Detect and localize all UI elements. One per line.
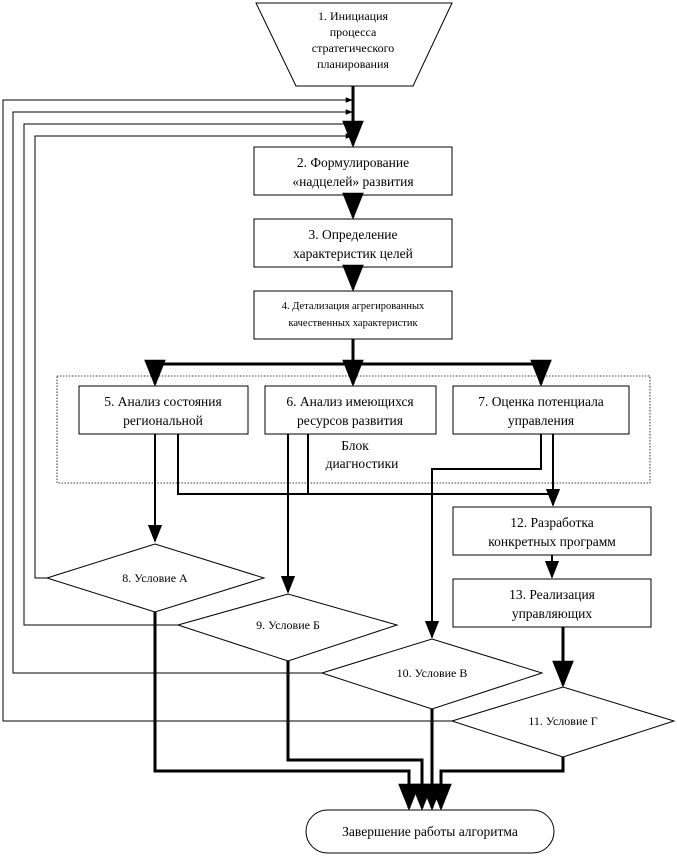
edges-to-end: [153, 612, 565, 811]
node-3: 3. Определение характеристик целей: [253, 218, 453, 268]
node-12: 12. Разработка конкретных программ: [452, 506, 652, 556]
node-10-label: 10. Условие В: [397, 666, 468, 680]
node-9-condition-b: 9. Условие Б: [176, 593, 399, 662]
node-2: 2. Формулирование «надцелей» развития: [253, 146, 453, 196]
end-label: Завершение работы алгоритма: [342, 824, 518, 839]
node-1-line-4: планирования: [317, 57, 389, 71]
node-7: 7. Оценка потенциала управления: [452, 385, 630, 435]
node-5-line-1: 5. Анализ состояния: [104, 394, 221, 409]
node-7-line-1: 7. Оценка потенциала: [478, 394, 604, 409]
node-13-line-2: управляющих: [512, 606, 593, 621]
node-11-label: 11. Условие Г: [528, 714, 597, 728]
edge-4-split: [144, 339, 552, 387]
node-1-line-2: процесса: [330, 25, 377, 39]
node-4: 4. Детализация агрегированных качественн…: [253, 290, 453, 340]
node-2-line-1: 2. Формулирование: [297, 155, 409, 170]
node-12-line-2: конкретных программ: [488, 534, 616, 549]
node-3-line-1: 3. Определение: [308, 227, 397, 242]
diagnostic-block-label-1: Блок: [341, 438, 369, 453]
node-end: Завершение работы алгоритма: [305, 809, 555, 854]
edges-diagnostics: [147, 434, 561, 639]
node-6-line-1: 6. Анализ имеющихся: [286, 394, 413, 409]
node-6-line-2: ресурсов развития: [297, 413, 403, 428]
node-12-line-1: 12. Разработка: [510, 515, 594, 530]
diagnostic-block-frame: [56, 375, 651, 484]
feedback-loops: [2, 97, 452, 722]
node-4-line-2: качественных характеристик: [288, 318, 418, 329]
node-3-line-2: характеристик целей: [293, 246, 413, 261]
diagnostic-block-label-2: диагностики: [326, 456, 399, 471]
node-11-condition-g: 11. Условие Г: [450, 686, 676, 758]
node-5-line-2: региональной: [123, 413, 203, 428]
node-7-line-2: управления: [508, 413, 574, 428]
node-13: 13. Реализация управляющих: [452, 578, 652, 628]
node-8-label: 8. Условие А: [122, 571, 188, 585]
node-2-line-2: «надцелей» развития: [292, 174, 413, 189]
node-10-condition-v: 10. Условие В: [320, 638, 544, 710]
node-5: 5. Анализ состояния региональной: [78, 385, 249, 435]
node-4-line-1: 4. Детализация агрегированных: [282, 301, 425, 312]
node-8-condition-a: 8. Условие А: [45, 543, 266, 613]
node-1-initiation: 1. Инициация процесса стратегического пл…: [255, 2, 453, 87]
node-13-line-1: 13. Реализация: [509, 587, 595, 602]
node-1-line-1: 1. Инициация: [318, 9, 389, 23]
node-6: 6. Анализ имеющихся ресурсов развития: [264, 385, 437, 435]
node-9-label: 9. Условие Б: [256, 618, 320, 632]
node-1-line-3: стратегического: [312, 41, 394, 55]
